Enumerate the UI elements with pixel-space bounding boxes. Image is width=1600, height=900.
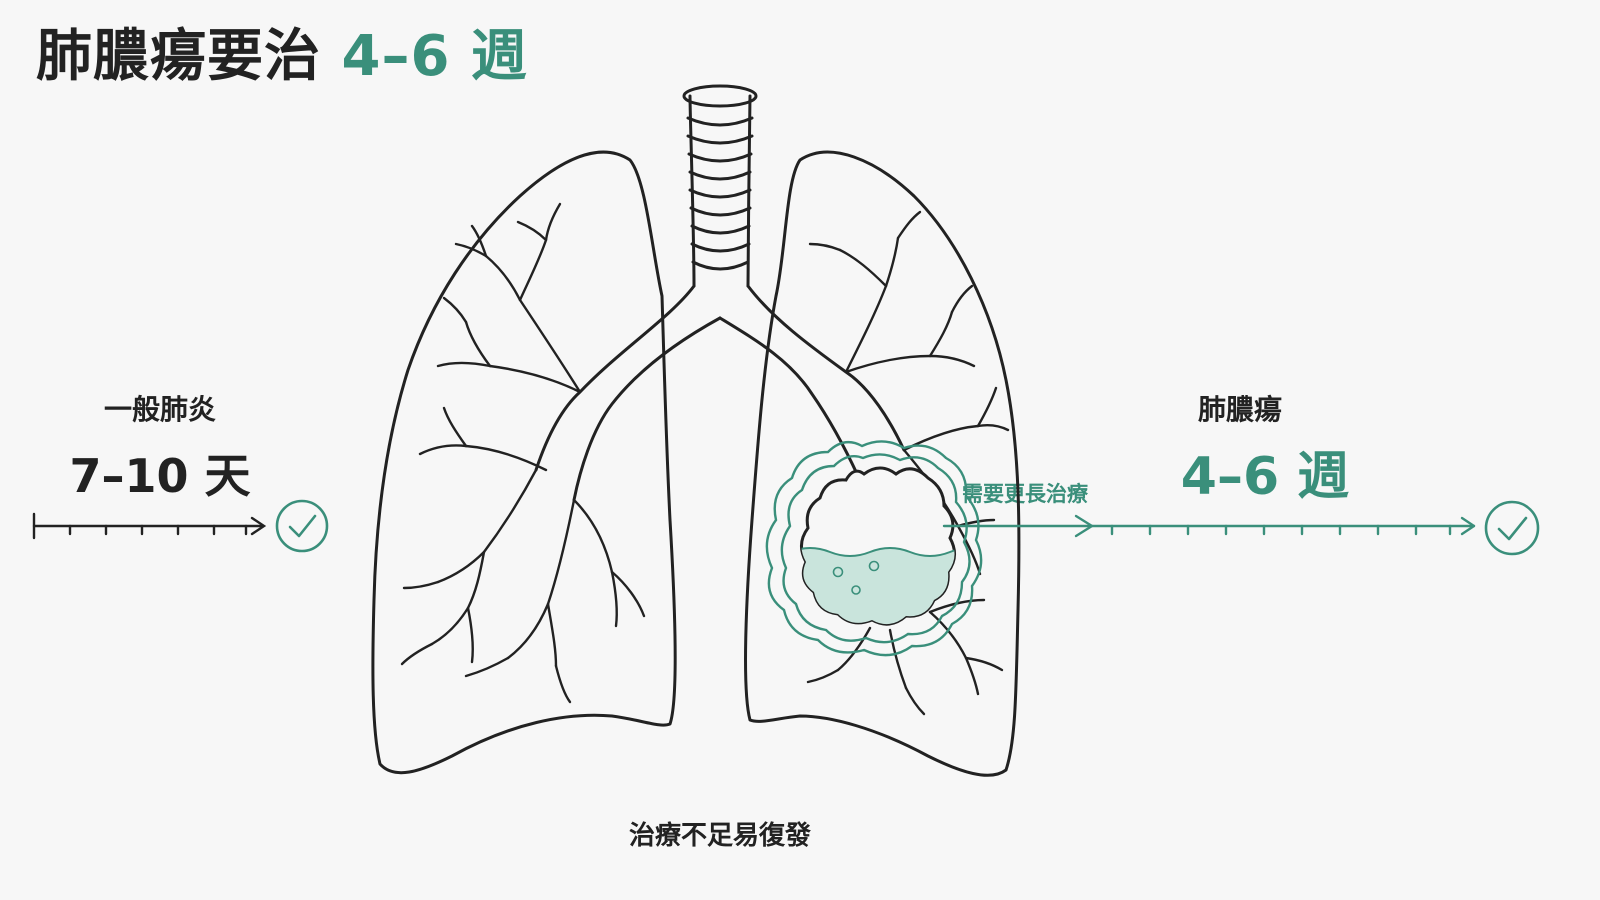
title-main: 肺膿瘍要治 — [36, 24, 321, 89]
longer-treatment-note: 需要更長治療 — [962, 482, 1088, 506]
relapse-warning: 治療不足易復發 — [628, 821, 811, 851]
left-bronchial-tree — [400, 202, 646, 704]
abscess-duration: 4–6 週 — [1180, 447, 1350, 507]
trachea — [534, 84, 906, 502]
abscess-label: 肺膿瘍 — [1197, 393, 1282, 426]
pneumonia-duration: 7–10 天 — [69, 449, 251, 503]
check-circle-icon — [1484, 500, 1540, 556]
left-lung — [371, 150, 677, 775]
pneumonia-label: 一般肺炎 — [103, 393, 216, 426]
abscess-timeline — [942, 514, 1476, 538]
abscess-cavity — [765, 440, 983, 657]
page-title: 肺膿瘍要治 4–6 週 — [36, 26, 528, 88]
title-duration: 4–6 週 — [341, 24, 528, 89]
right-lung — [744, 150, 1021, 777]
pus-fluid — [801, 547, 955, 625]
check-circle-icon — [275, 499, 329, 553]
pneumonia-timeline — [32, 512, 267, 540]
